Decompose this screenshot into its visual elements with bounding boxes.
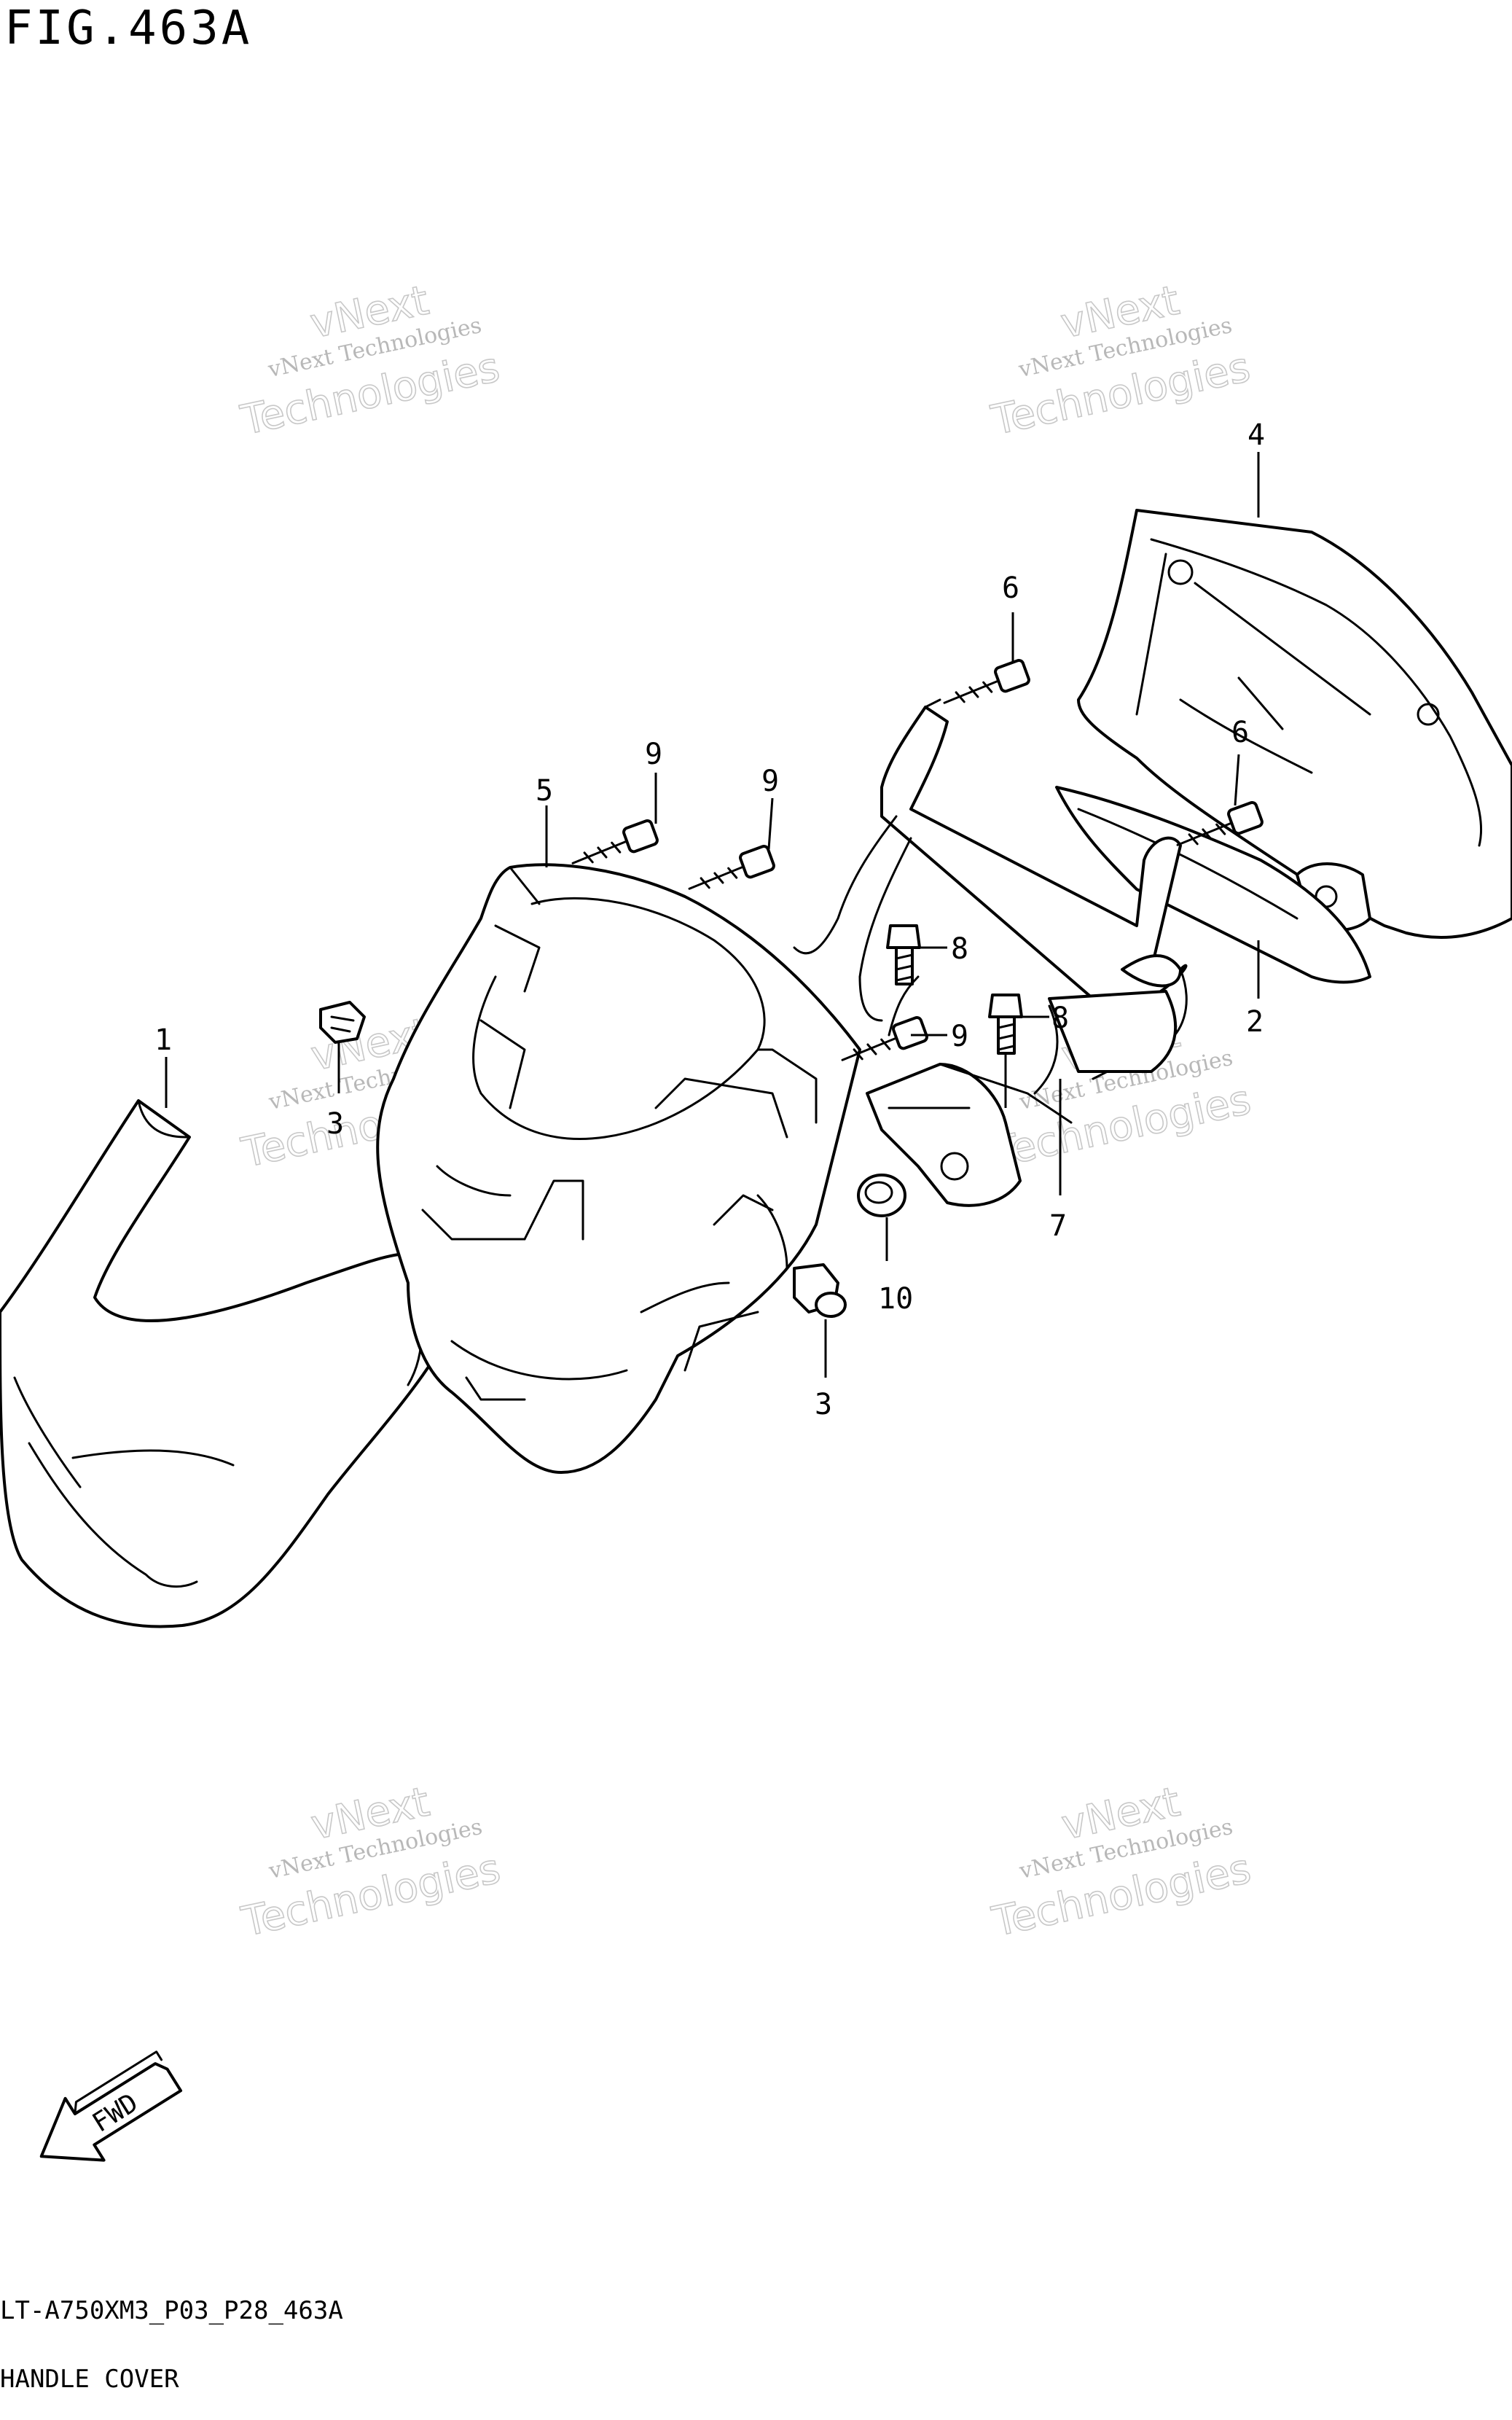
callout-9-mid: 9 [761,765,779,798]
watermark-bottom-right: vNext vNext Technologies Technologies [987,1778,1256,1947]
part-5-handle-housing [376,863,861,1474]
part-7-bracket [793,698,1188,1207]
part-8-bolt-left [886,924,921,985]
part-1-front-cover [0,1099,468,1628]
part-6-screw-upper [943,659,1030,704]
leader-lines [165,452,1260,1378]
callout-4: 4 [1247,418,1265,452]
part-9-screw-mid [688,845,775,890]
fwd-direction-arrow: FWD [39,2050,183,2162]
part-9-screw-lower [841,1016,928,1061]
callout-9-lower: 9 [951,1020,968,1053]
part-4-meter-cover [1077,509,1512,939]
callout-1: 1 [154,1023,172,1057]
watermark-top-right: vNext vNext Technologies Technologies [987,276,1255,445]
part-10-grommet [857,1174,906,1217]
callout-8-right: 8 [1051,1002,1069,1035]
part-3-rivet-left [319,1001,366,1044]
part-8-bolt-right [988,994,1023,1055]
part-6-screw-lower [1176,801,1264,846]
callout-8-left: 8 [951,932,968,966]
callout-2: 2 [1246,1005,1264,1039]
part-9-screw-left [571,819,659,864]
callout-5: 5 [536,774,553,808]
callout-numbers: 1 2 3 3 4 5 6 6 7 8 8 9 9 9 10 [154,418,1265,1421]
part-2-visor [1055,786,1371,984]
figure-title: FIG.463A [4,1,253,55]
watermark-bottom-left: vNext vNext Technologies Technologies [237,1778,505,1947]
callout-3-right: 3 [815,1388,832,1421]
model-code: LT-A750XM3_P03_P28_463A [0,2296,343,2325]
callout-6-upper: 6 [1002,571,1019,605]
callout-10: 10 [878,1282,913,1316]
watermark-top-left: vNext vNext Technologies Technologies [236,276,504,445]
section-name: HANDLE COVER [0,2365,179,2394]
part-3-rivet-right [793,1263,847,1318]
callout-9-left: 9 [645,738,662,771]
callout-3-left: 3 [326,1107,344,1141]
callout-6-lower: 6 [1231,716,1249,749]
callout-7: 7 [1049,1209,1067,1243]
